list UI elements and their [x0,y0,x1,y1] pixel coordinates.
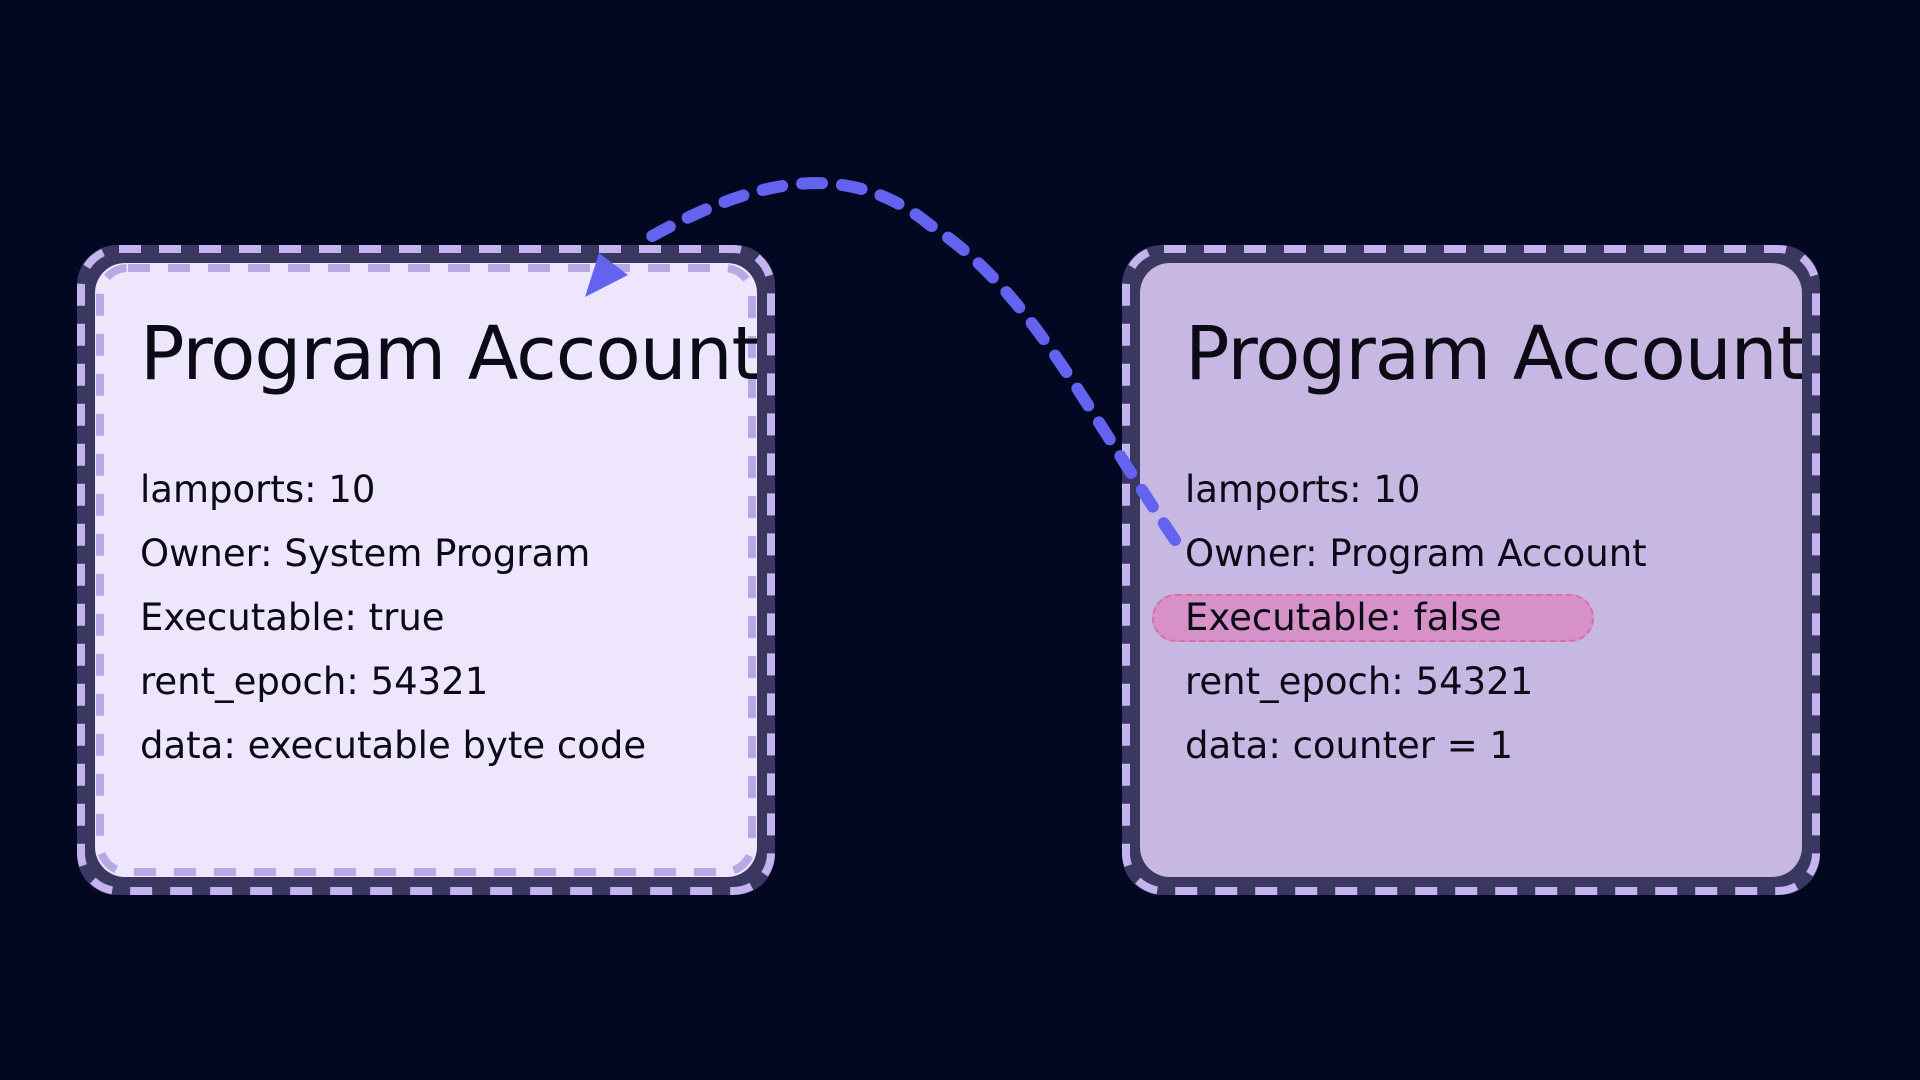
left-card-fields: lamports: 10 Owner: System Program Execu… [140,458,646,778]
left-program-account-card: Program Account lamports: 10 Owner: Syst… [77,245,775,895]
left-field-executable: Executable: true [140,596,445,639]
right-field-rent-epoch: rent_epoch: 54321 [1185,660,1534,703]
right-field-owner: Owner: Program Account [1185,532,1647,575]
right-card-title: Program Account [1185,311,1802,397]
right-field-lamports: lamports: 10 [1185,468,1421,511]
right-program-account-card: Program Account lamports: 10 Owner: Prog… [1122,245,1820,895]
right-field-executable: Executable: false [1152,586,1647,650]
executable-false-highlight [1152,594,1594,642]
left-field-rent-epoch: rent_epoch: 54321 [140,660,489,703]
right-card-body: Program Account lamports: 10 Owner: Prog… [1140,263,1802,877]
left-field-owner: Owner: System Program [140,532,591,575]
left-card-body: Program Account lamports: 10 Owner: Syst… [95,263,757,877]
left-field-lamports: lamports: 10 [140,468,376,511]
left-card-title: Program Account [140,311,757,397]
right-card-fields: lamports: 10 Owner: Program Account Exec… [1152,458,1647,778]
right-field-data: data: counter = 1 [1185,724,1513,767]
left-field-data: data: executable byte code [140,724,647,767]
